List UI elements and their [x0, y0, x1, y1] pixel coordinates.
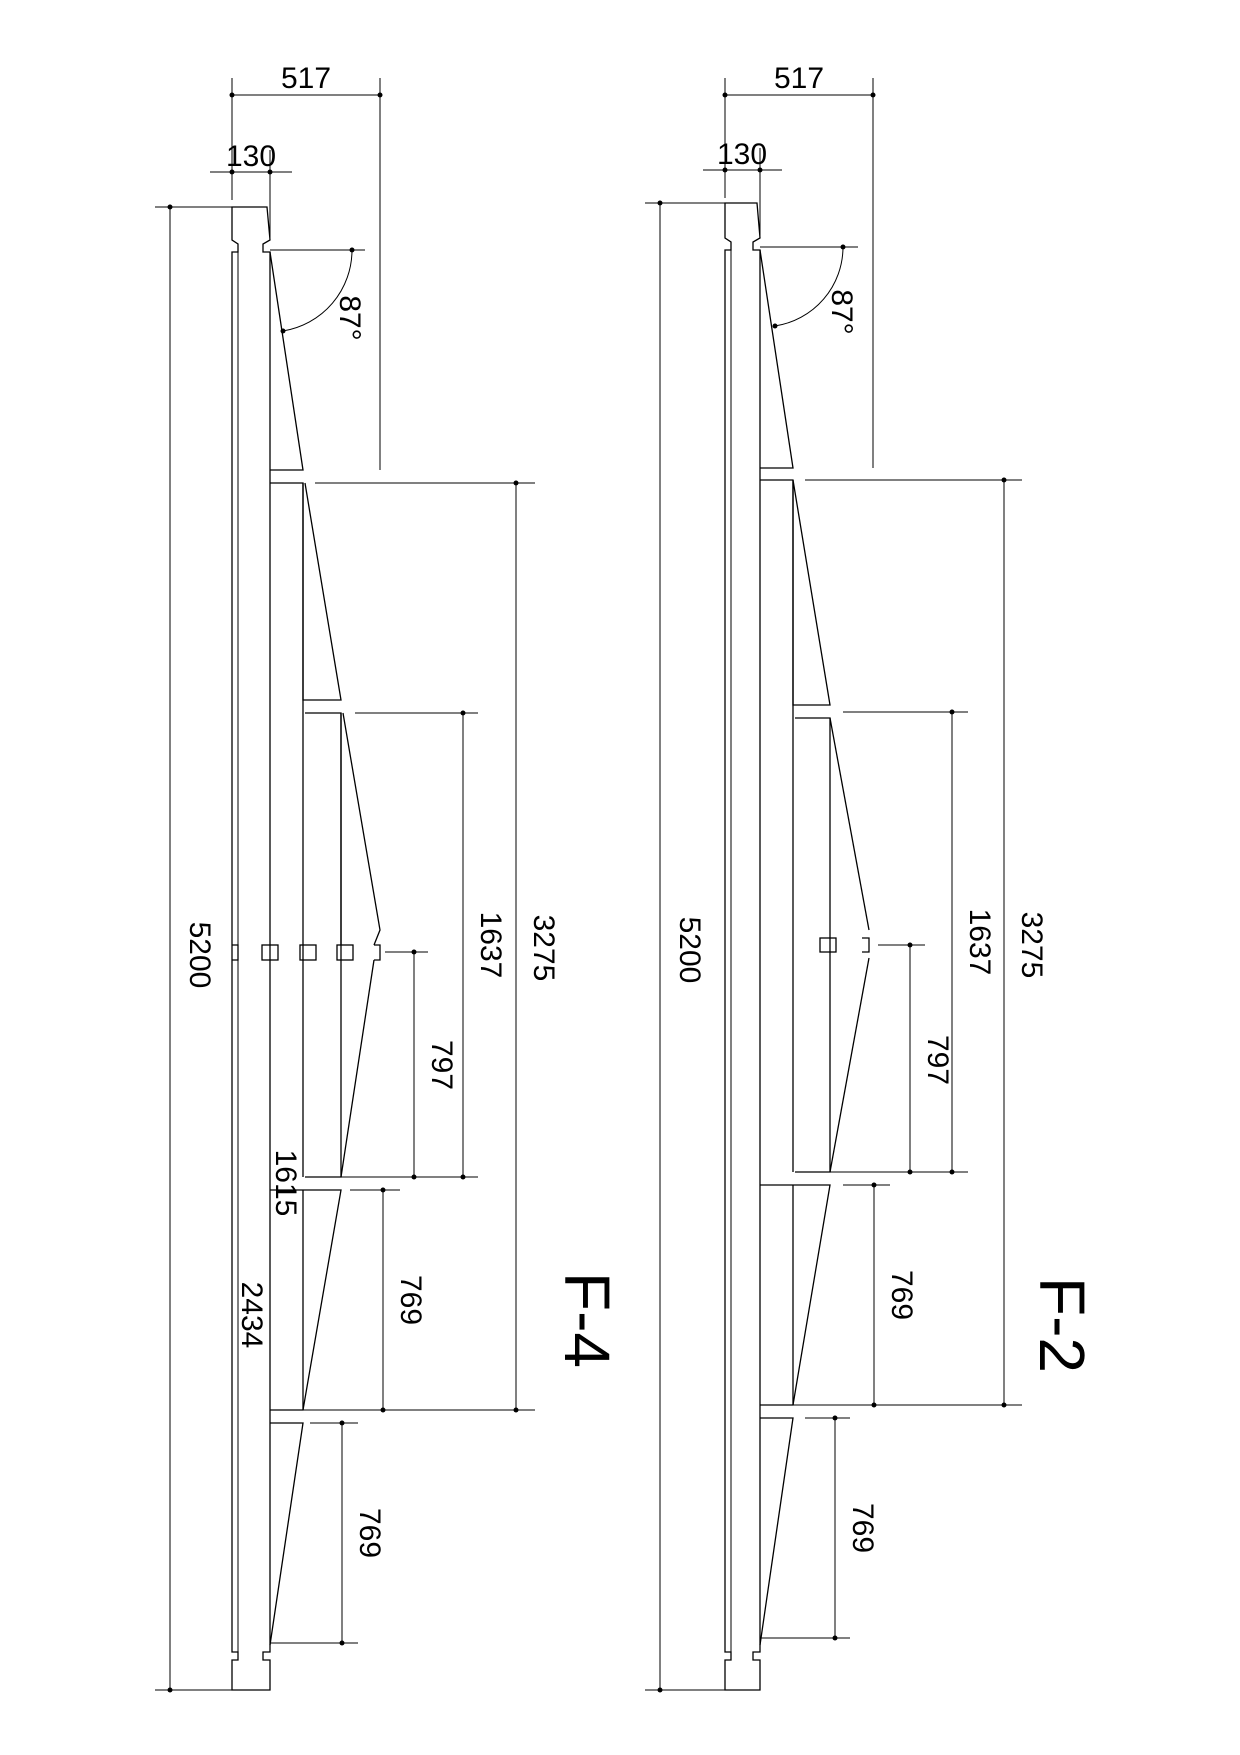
f4-dim-1615-label: 1615 — [269, 1150, 302, 1217]
f2-dim-769b-pt-b — [832, 1635, 838, 1641]
f4-splice-left — [232, 944, 239, 961]
f4-dim-1637-pt-t — [460, 710, 466, 716]
f4-angle-arc — [282, 249, 353, 332]
f4-dim-769a-label: 769 — [394, 1275, 427, 1325]
f4-dim-5200-pt-b — [167, 1687, 173, 1693]
f2-dim-5200-pt-t — [657, 200, 663, 206]
f2-splice-right — [862, 937, 870, 953]
f4-splice-block-1 — [261, 944, 279, 961]
f2-angle-label: 87° — [825, 289, 858, 334]
f2-angle-arc — [774, 246, 844, 327]
f4-angle-label: 87° — [333, 295, 366, 340]
f2-dim-797-label: 797 — [921, 1035, 954, 1085]
f2-dim-517-pt-r — [870, 92, 876, 98]
f4-taper-top — [269, 251, 304, 471]
f4-dim-797-pt-b — [411, 1174, 417, 1180]
f4-dim-769b-pt-b — [339, 1640, 345, 1646]
f4-splice-block-2 — [299, 944, 317, 961]
f4-dim-2434-label: 2434 — [235, 1282, 268, 1349]
f2-title: F-2 — [1026, 1277, 1098, 1373]
f2-plate-lower-1 — [760, 1184, 831, 1406]
f2-plate-lower-2 — [759, 1417, 794, 1646]
drawing-f4: 517 130 87° 5200 3275 1637 — [155, 62, 623, 1693]
f4-dim-3275-pt-t — [513, 480, 519, 486]
f4-dim-1637-label: 1637 — [474, 912, 507, 979]
f4-taper-4b — [340, 959, 375, 1178]
f4-title: F-4 — [551, 1272, 623, 1368]
f2-splice-block — [819, 937, 837, 953]
f4-splice-right — [374, 944, 381, 961]
f4-dim-5200-label: 5200 — [183, 922, 216, 989]
f4-dim-1637-pt-b — [460, 1174, 466, 1180]
f2-taper-top — [759, 249, 794, 469]
f4-taper-4 — [342, 712, 381, 946]
f2-dim-769b-label: 769 — [846, 1503, 879, 1553]
f2-dim-130-label: 130 — [717, 138, 767, 171]
drawing-f2: 517 130 87° 5200 3275 1637 — [645, 62, 1098, 1693]
f2-plate-3 — [795, 717, 831, 1173]
f2-dim-797-pt-t — [907, 942, 913, 948]
f2-dim-1637-pt-t — [949, 709, 955, 715]
f4-dim-769a-pt-b — [380, 1407, 386, 1413]
f4-dim-3275-label: 3275 — [527, 915, 560, 982]
f4-dim-517-label: 517 — [281, 62, 331, 95]
f2-dim-3275-pt-b — [1001, 1402, 1007, 1408]
f2-dim-769a-pt-b — [871, 1402, 877, 1408]
f4-dim-517-pt-r — [377, 92, 383, 98]
f2-plate-2 — [760, 479, 831, 706]
f4-dim-130-pt-r — [267, 169, 273, 175]
f4-dim-797-label: 797 — [425, 1040, 458, 1090]
f4-dim-769a-pt-t — [380, 1187, 386, 1193]
f2-angle-pt2 — [772, 323, 778, 329]
f4-dim-5200-pt-t — [167, 204, 173, 210]
f2-dim-517-label: 517 — [774, 62, 824, 95]
f4-angle-pt2 — [280, 328, 286, 334]
f2-dim-3275-pt-t — [1001, 477, 1007, 483]
f2-taper-3b — [829, 957, 870, 1173]
f4-plate-2 — [270, 482, 342, 701]
f4-dim-130-pt-l — [229, 169, 235, 175]
f4-dim-769b-pt-t — [339, 1420, 345, 1426]
f2-taper-3 — [829, 717, 870, 931]
f2-dim-517-pt-l — [722, 92, 728, 98]
f4-plate-lower-2 — [269, 1422, 304, 1646]
f4-plate-lower-1 — [270, 1189, 342, 1411]
f2-dim-797-pt-b — [907, 1169, 913, 1175]
f2-dim-5200-label: 5200 — [673, 917, 706, 984]
f2-dim-1637-pt-b — [949, 1169, 955, 1175]
f2-dim-5200-pt-b — [657, 1687, 663, 1693]
f4-splice-block-3 — [336, 944, 354, 961]
f2-dim-769a-pt-t — [871, 1182, 877, 1188]
f2-dim-130-pt-l — [722, 167, 728, 173]
f2-dim-3275-label: 3275 — [1015, 912, 1048, 979]
f4-dim-769b-label: 769 — [353, 1508, 386, 1558]
f4-dim-797-pt-t — [411, 949, 417, 955]
f2-dim-769b-pt-t — [832, 1415, 838, 1421]
f2-column-outline — [724, 202, 761, 1691]
f2-dim-130-pt-r — [757, 167, 763, 173]
f4-dim-517-pt-l — [229, 92, 235, 98]
f4-dim-3275-pt-b — [513, 1407, 519, 1413]
f2-dim-1637-label: 1637 — [963, 909, 996, 976]
f4-dim-130-label: 130 — [226, 140, 276, 173]
f4-column-outline — [231, 206, 271, 1691]
f2-dim-769a-label: 769 — [885, 1270, 918, 1320]
